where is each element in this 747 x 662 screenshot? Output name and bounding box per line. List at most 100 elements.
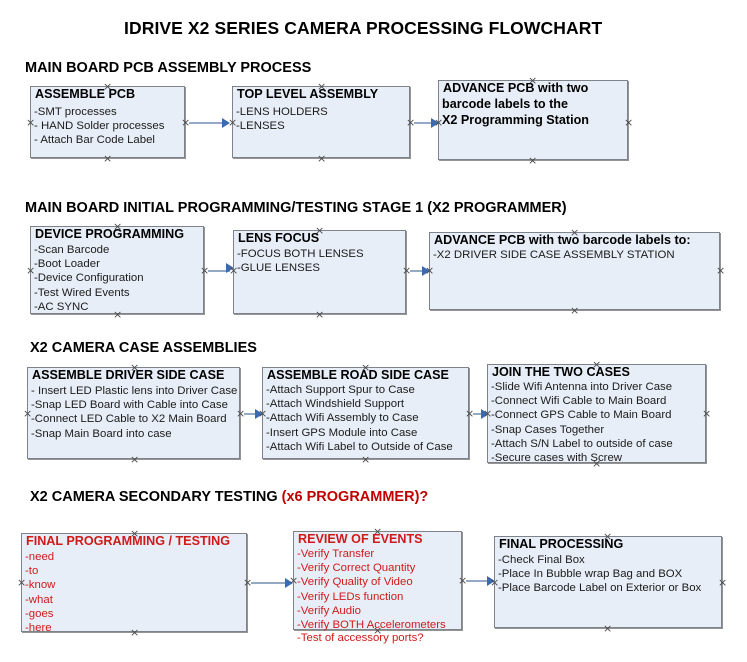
connection-handle-bottom[interactable]: [130, 628, 139, 637]
node-line: -Verify Transfer: [297, 548, 375, 560]
node-line: -Verify Audio: [297, 604, 361, 617]
node-line: -Check Final Box: [498, 554, 585, 566]
connection-handle-bottom[interactable]: [317, 154, 326, 163]
connection-handle-bottom[interactable]: [103, 154, 112, 163]
connection-handle-bottom[interactable]: [528, 156, 537, 165]
connection-handle-left[interactable]: [228, 118, 237, 127]
connection-handle-left[interactable]: [17, 578, 26, 587]
connection-handle-left[interactable]: [23, 409, 32, 418]
section-heading-main-board-pcb-assembly: MAIN BOARD PCB ASSEMBLY PROCESS: [25, 60, 312, 76]
node-assemble-driver-side-case[interactable]: ASSEMBLE DRIVER SIDE CASE - Insert LED P…: [27, 367, 240, 459]
connector-line: [473, 413, 485, 415]
node-line: -Verify LEDs function: [297, 590, 404, 603]
connection-handle-top[interactable]: [103, 82, 112, 91]
node-title: ADVANCE PCB with two barcode labels to:: [434, 233, 691, 247]
connection-handle-top[interactable]: [592, 360, 601, 369]
connection-handle-left[interactable]: [434, 118, 443, 127]
node-lens-focus[interactable]: LENS FOCUS -FOCUS BOTH LENSES -GLUE LENS…: [233, 230, 406, 314]
node-advance-pcb-to-x2-programming-station[interactable]: ADVANCE PCB with two barcode labels to t…: [438, 80, 628, 160]
node-line: -Test Wired Events: [34, 286, 130, 299]
connection-handle-right[interactable]: [716, 266, 725, 275]
connection-handle-bottom[interactable]: [373, 626, 382, 635]
section-heading-red-note: (x6 PROGRAMMER)?: [281, 489, 429, 505]
node-line: -Insert GPS Module into Case: [266, 426, 418, 439]
connection-handle-left[interactable]: [258, 409, 267, 418]
connector-line: [410, 270, 426, 272]
node-assemble-pcb[interactable]: ASSEMBLE PCB -SMT processes - HAND Solde…: [30, 86, 185, 158]
connection-handle-left[interactable]: [26, 266, 35, 275]
node-title: ASSEMBLE DRIVER SIDE CASE: [32, 368, 225, 382]
connection-handle-bottom[interactable]: [130, 455, 139, 464]
node-line: -Snap Cases Together: [491, 423, 605, 436]
connection-handle-right[interactable]: [702, 409, 711, 418]
connection-handle-left[interactable]: [229, 266, 238, 275]
connection-handle-left[interactable]: [425, 266, 434, 275]
connection-handle-bottom[interactable]: [603, 624, 612, 633]
node-line: - Insert LED Plastic lens into Driver Ca…: [31, 385, 238, 397]
node-line: -Verify Quality of Video: [297, 576, 413, 589]
connection-handle-bottom[interactable]: [570, 306, 579, 315]
connection-handle-left[interactable]: [289, 576, 298, 585]
node-final-programming-testing[interactable]: FINAL PROGRAMMING / TESTING -need -to -k…: [21, 533, 247, 634]
node-assemble-road-side-case[interactable]: ASSEMBLE ROAD SIDE CASE -Attach Support …: [262, 367, 469, 459]
node-advance-pcb-to-driver-side-case-station[interactable]: ADVANCE PCB with two barcode labels to: …: [429, 232, 720, 310]
node-line: -Connect LED Cable to X2 Main Board: [31, 413, 227, 426]
node-line: - Attach Bar Code Label: [34, 134, 155, 147]
node-title: TOP LEVEL ASSEMBLY: [237, 87, 379, 101]
node-line: -FOCUS BOTH LENSES: [237, 248, 364, 260]
node-line: -Verify BOTH Accelerometers: [297, 619, 446, 632]
node-line: barcode labels to the: [442, 97, 568, 111]
node-line: -AC SYNC: [34, 300, 89, 313]
node-line: -Connect Wifi Cable to Main Board: [491, 395, 667, 408]
node-line: -what: [25, 593, 53, 606]
connection-handle-right[interactable]: [624, 118, 633, 127]
node-line: -Place Barcode Label on Exterior or Box: [498, 582, 702, 595]
node-line: -Connect GPS Cable to Main Board: [491, 409, 672, 422]
connection-handle-left[interactable]: [490, 578, 499, 587]
node-line: -Snap Main Board into case: [31, 427, 172, 440]
connection-handle-top[interactable]: [373, 527, 382, 536]
connection-handle-top[interactable]: [603, 532, 612, 541]
page-title: IDRIVE X2 SERIES CAMERA PROCESSING FLOWC…: [124, 18, 603, 38]
node-line: -Place In Bubble wrap Bag and BOX: [498, 568, 683, 581]
connection-handle-top[interactable]: [528, 76, 537, 85]
connection-handle-right[interactable]: [718, 578, 727, 587]
connection-handle-top[interactable]: [130, 529, 139, 538]
connection-handle-left[interactable]: [483, 409, 492, 418]
node-line: -Secure cases with Screw: [491, 452, 623, 465]
node-line: -to: [25, 565, 39, 578]
node-line: -SMT processes: [34, 106, 117, 118]
node-line: - HAND Solder processes: [34, 120, 165, 133]
node-title: FINAL PROGRAMMING / TESTING: [26, 534, 231, 548]
node-top-level-assembly[interactable]: TOP LEVEL ASSEMBLY -LENS HOLDERS -LENSES: [232, 86, 410, 158]
node-title: ADVANCE PCB with two: [443, 81, 589, 95]
connector-line: [414, 122, 435, 124]
node-line: X2 Programming Station: [442, 113, 589, 127]
node-join-the-two-cases[interactable]: JOIN THE TWO CASES -Slide Wifi Antenna i…: [487, 364, 706, 465]
node-line: -LENSES: [236, 120, 285, 133]
connection-handle-bottom[interactable]: [592, 459, 601, 468]
node-line: -Attach Wifi Assembly to Case: [266, 412, 419, 425]
connection-handle-bottom[interactable]: [113, 310, 122, 319]
connection-handle-top[interactable]: [361, 363, 370, 372]
connection-handle-top[interactable]: [113, 222, 122, 231]
connection-handle-top[interactable]: [130, 363, 139, 372]
node-review-of-events[interactable]: REVIEW OF EVENTS -Verify Transfer -Verif…: [293, 531, 462, 644]
connection-handle-left[interactable]: [26, 118, 35, 127]
section-heading-main-board-initial-programming: MAIN BOARD INITIAL PROGRAMMING/TESTING S…: [25, 200, 567, 216]
connection-handle-top[interactable]: [570, 228, 579, 237]
node-line: -know: [25, 579, 56, 592]
node-line: -Boot Loader: [34, 258, 100, 271]
connection-handle-top[interactable]: [315, 226, 324, 235]
connection-handle-bottom[interactable]: [361, 455, 370, 464]
node-title: DEVICE PROGRAMMING: [35, 227, 185, 241]
node-line: -Attach Windshield Support: [266, 398, 405, 411]
node-line: -Attach S/N Label to outside of case: [491, 437, 673, 450]
node-final-processing[interactable]: FINAL PROCESSING -Check Final Box -Place…: [494, 536, 722, 628]
node-device-programming[interactable]: DEVICE PROGRAMMING -Scan Barcode -Boot L…: [30, 226, 204, 314]
node-line: -Verify Correct Quantity: [297, 562, 416, 575]
connection-handle-top[interactable]: [317, 82, 326, 91]
connection-handle-bottom[interactable]: [315, 310, 324, 319]
connector-line: [251, 582, 291, 584]
node-line: -Device Configuration: [34, 272, 144, 285]
